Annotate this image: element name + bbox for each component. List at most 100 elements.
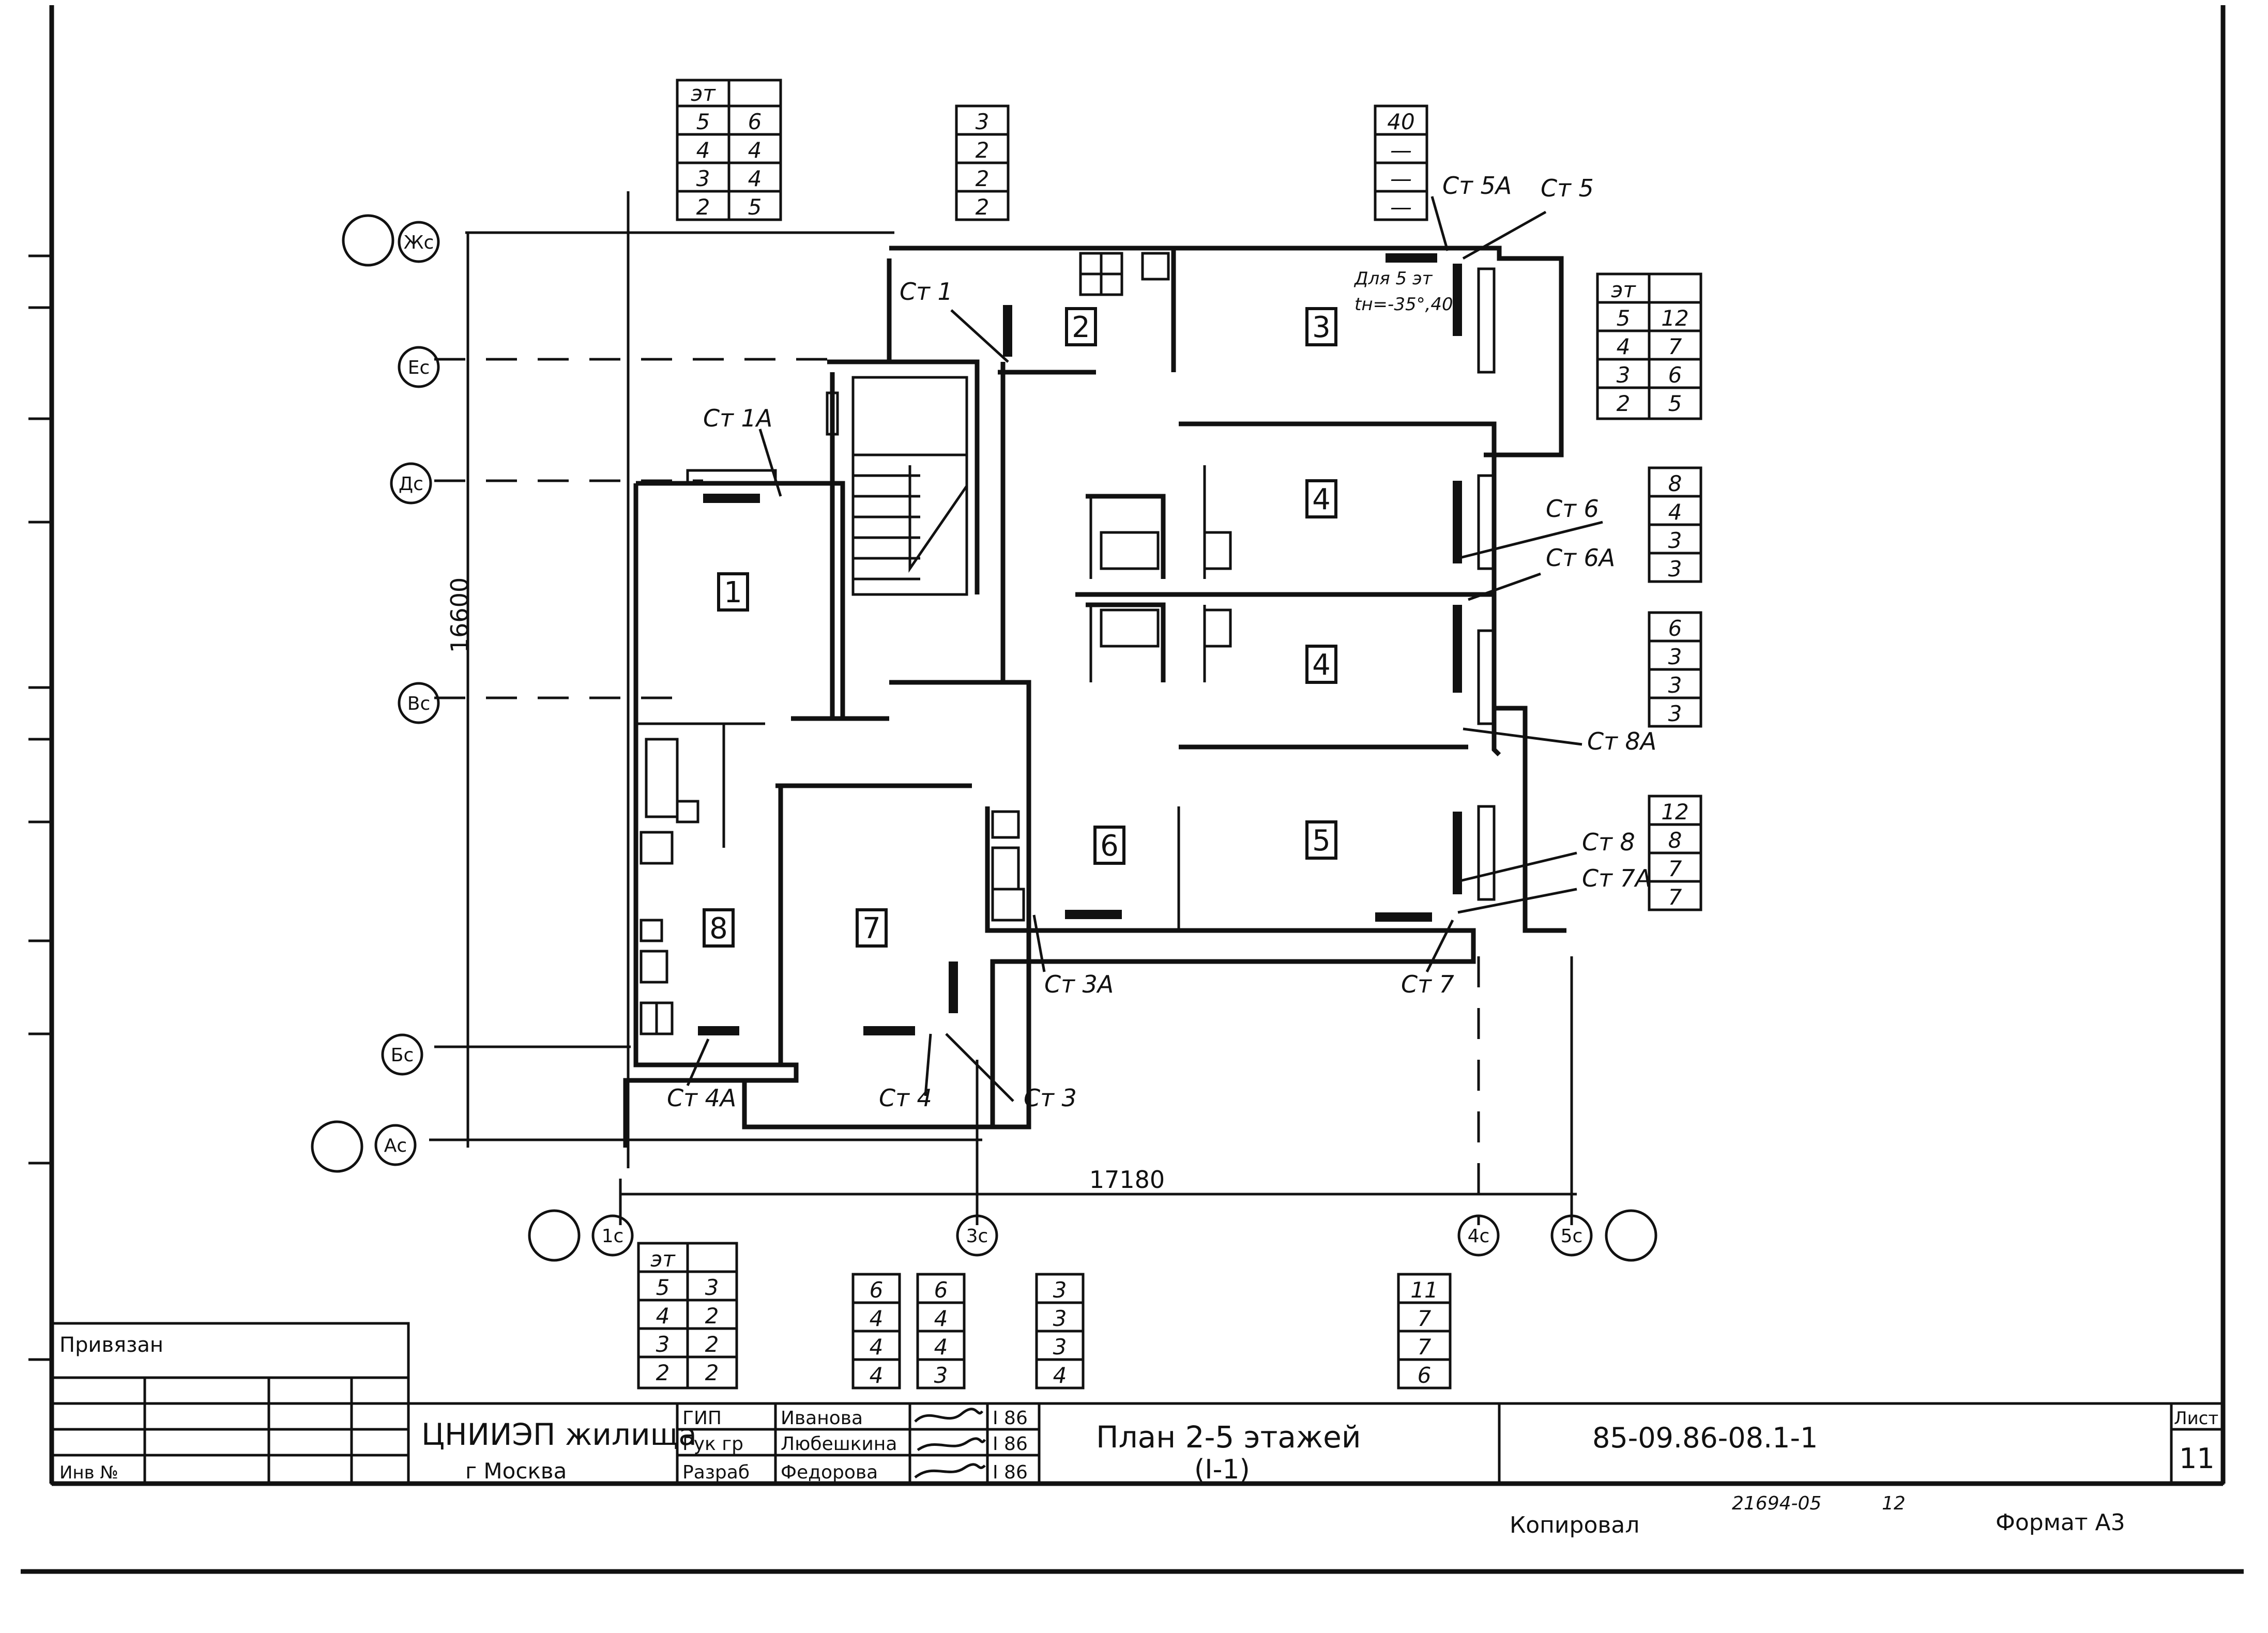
t-bl-r0c1: 3 [705, 1275, 719, 1300]
t-b4-1: 7 [1418, 1306, 1432, 1331]
axis-bubbles [311, 214, 1657, 1262]
role-1: Рук гр [682, 1433, 743, 1455]
riser-st6: Ст 6 [1546, 495, 1599, 523]
riser-st5: Ст 5 [1541, 174, 1594, 202]
floor-table-values: эт 5 6 4 4 3 4 2 5 3 2 2 2 40 — — — эт 5… [650, 81, 1688, 1388]
dim-vertical: 16600 [446, 577, 474, 653]
copied-by: Копировал [1510, 1512, 1639, 1538]
t-tm-0: 3 [976, 109, 990, 134]
t-tr-3: — [1390, 194, 1412, 220]
floor-tables [637, 79, 1702, 1390]
t-bl-r1c1: 2 [705, 1303, 719, 1329]
riser-st7: Ст 7 [1401, 970, 1454, 998]
t-tr-2: — [1390, 166, 1412, 191]
axis-label-e: Ес [408, 357, 430, 378]
axis-label-zh: Жс [404, 232, 434, 253]
t-bl-h0: эт [650, 1246, 676, 1272]
t-tm-3: 2 [976, 194, 990, 220]
riser-st7a: Ст 7А [1582, 864, 1651, 892]
t-r4-1: 8 [1668, 828, 1682, 853]
t-rt-r2c0: 3 [1617, 362, 1631, 388]
room-7: 7 [862, 912, 881, 945]
t-b4-0: 11 [1410, 1277, 1438, 1303]
title-block [50, 1322, 2225, 1485]
t-b1-2: 4 [870, 1334, 884, 1360]
date-1: I 86 [993, 1433, 1028, 1455]
plumbing-fixtures [640, 252, 1232, 1035]
org-name: ЦНИИЭП жилища [421, 1417, 697, 1452]
riser-labels: Ст 1 Ст 1А Ст 5А Ст 5 Ст 6 Ст 6А Ст 8А С… [667, 172, 1656, 1112]
t-tl-r3c0: 2 [696, 194, 710, 220]
t-bl-r3c0: 2 [656, 1360, 670, 1385]
t-b1-3: 4 [870, 1363, 884, 1388]
t-r2-1: 4 [1668, 499, 1682, 525]
t-b2-2: 4 [934, 1334, 948, 1360]
riser-st8: Ст 8 [1582, 828, 1635, 856]
t-tm-1: 2 [976, 138, 990, 163]
t-b3-0: 3 [1053, 1277, 1067, 1303]
paper-format: Формат А3 [1996, 1509, 2125, 1536]
room-4b: 4 [1312, 648, 1331, 682]
axis-label-v: Вс [407, 693, 431, 714]
t-rt-r3c1: 5 [1668, 391, 1682, 416]
archive-number-2: 12 [1882, 1493, 1906, 1514]
t-tr-1: — [1390, 138, 1412, 163]
note-line1: Для 5 эт [1353, 268, 1433, 289]
riser-leaders [686, 196, 1603, 1102]
t-r4-3: 7 [1668, 884, 1682, 910]
t-tl-r3c1: 5 [748, 194, 762, 220]
t-bl-r1c0: 4 [656, 1303, 670, 1329]
t-r3-1: 3 [1668, 644, 1682, 669]
t-b3-1: 3 [1053, 1306, 1067, 1331]
t-r4-2: 7 [1668, 856, 1682, 881]
t-tl-r0c1: 6 [748, 109, 762, 134]
drawing-frame [21, 5, 2244, 1574]
privyazan-label: Привязан [59, 1333, 163, 1357]
t-bl-r2c1: 2 [705, 1332, 719, 1357]
t-b2-1: 4 [934, 1306, 948, 1331]
t-b4-2: 7 [1418, 1334, 1432, 1360]
t-r3-0: 6 [1668, 616, 1682, 641]
riser-st8a: Ст 8А [1587, 727, 1656, 755]
riser-st3: Ст 3 [1024, 1084, 1077, 1112]
radiators [698, 253, 1462, 1035]
signatures [914, 1408, 986, 1478]
t-tr-0: 40 [1387, 109, 1414, 134]
riser-st6a: Ст 6А [1546, 544, 1615, 572]
t-bl-r3c1: 2 [705, 1360, 719, 1385]
axis-lines [429, 191, 1577, 1225]
t-tl-r2c0: 3 [696, 166, 710, 191]
room-1: 1 [724, 576, 742, 609]
drawing-title: План 2-5 этажей [1096, 1420, 1361, 1455]
t-b1-1: 4 [870, 1306, 884, 1331]
note-line2: tн=-35°,40° [1354, 294, 1462, 315]
role-0: ГИП [682, 1408, 722, 1429]
axis-label-4: 4с [1468, 1226, 1490, 1247]
riser-st1a: Ст 1А [703, 404, 772, 432]
t-rt-r3c0: 2 [1617, 391, 1631, 416]
org-city: г Москва [465, 1458, 567, 1484]
dim-horizontal: 17180 [1089, 1166, 1165, 1194]
room-numbers: 1 2 3 4 4 5 6 7 8 [703, 307, 1337, 948]
t-bl-r2c0: 3 [656, 1332, 670, 1357]
t-rt-r1c1: 7 [1668, 334, 1682, 359]
t-rt-r0c0: 5 [1617, 306, 1631, 331]
riser-st1: Ст 1 [900, 278, 953, 306]
riser-st3a: Ст 3А [1044, 970, 1114, 998]
name-2: Федорова [781, 1462, 878, 1483]
room-8: 8 [709, 912, 728, 945]
room-5: 5 [1312, 824, 1331, 858]
t-r2-0: 8 [1668, 471, 1682, 496]
sheet-label: Лист [2174, 1408, 2218, 1429]
date-0: I 86 [993, 1408, 1028, 1429]
axis-label-3: 3с [966, 1226, 988, 1247]
role-2: Разраб [682, 1462, 750, 1483]
t-b3-3: 4 [1053, 1363, 1067, 1388]
riser-st5a: Ст 5А [1442, 172, 1512, 200]
t-b1-0: 6 [870, 1277, 884, 1303]
t-bl-r0c0: 5 [656, 1275, 670, 1300]
t-tm-2: 2 [976, 166, 990, 191]
sheet-number: 11 [2179, 1442, 2215, 1475]
axis-label-5: 5с [1561, 1226, 1583, 1247]
